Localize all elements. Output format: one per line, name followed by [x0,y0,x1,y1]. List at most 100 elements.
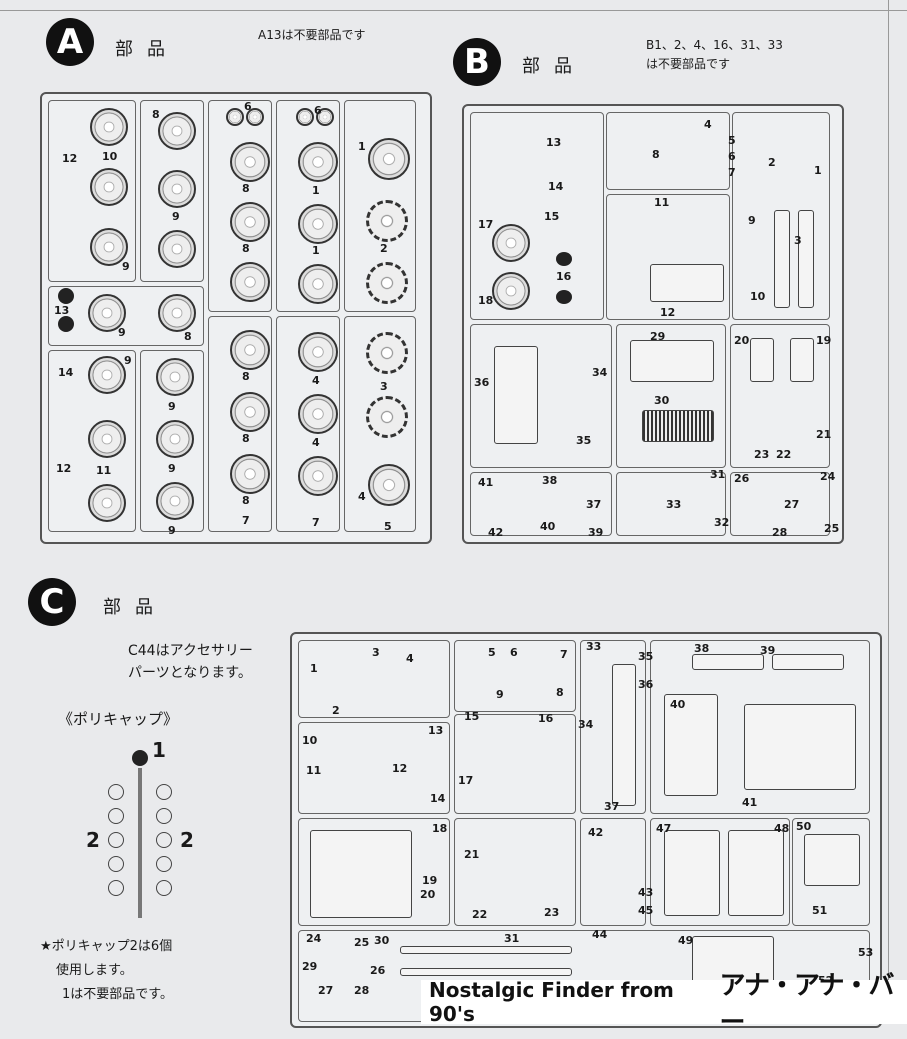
part-number: 21 [816,428,832,441]
polycap-ring [156,880,172,896]
part-number: 9 [496,688,504,701]
part-number: 5 [488,646,496,659]
part-number: 32 [714,516,730,529]
plate-part [650,264,724,302]
wheel-part [90,108,128,146]
part-number: 4 [312,374,320,387]
part-number: 9 [172,210,180,223]
section-a-badge: A [46,18,94,66]
part-number: 47 [656,822,672,835]
part-number: 5 [384,520,392,533]
engine-part [310,830,412,918]
part-number: 36 [474,376,490,389]
wheel-part [230,142,270,182]
panel-part [804,834,860,886]
runner-a: 12 10 9 9 8 9 13 9 8 14 9 9 12 11 9 6 8 … [40,92,432,544]
part-number: 16 [556,270,572,283]
part-number: 24 [820,470,836,483]
turret-part [744,704,856,790]
polycap-label-1: 1 [152,738,166,762]
part-number: 14 [430,792,446,805]
bar-part [798,210,814,308]
right-border [888,0,889,1024]
top-border [0,0,907,11]
runner-a-cell [140,100,204,282]
part-number: 6 [244,100,252,113]
runner-b-cell [606,194,730,320]
part-number: 8 [152,108,160,121]
section-b-note-line2: は不要部品です [646,57,731,71]
small-part [296,108,314,126]
door-part [664,830,720,916]
small-part [226,108,244,126]
part-number: 3 [380,380,388,393]
part-number: 28 [354,984,370,997]
wheel-part [230,454,270,494]
part-number: 25 [354,936,370,949]
wheel-part [298,456,338,496]
wheel-part [88,484,126,522]
wheel-part [368,138,410,180]
polycap-ring [108,832,124,848]
plate-part [692,654,764,670]
part-number: 41 [478,476,494,489]
part-number: 8 [556,686,564,699]
wheel-part [88,420,126,458]
runner-c-cell [650,640,870,814]
part-number: 50 [796,820,812,833]
grill-part [630,340,714,382]
polycap-ring [108,856,124,872]
part-number: 30 [374,934,390,947]
part-number: 1 [310,662,318,675]
part-number: 17 [458,774,474,787]
wheel-part [298,332,338,372]
part-number: 39 [588,526,604,539]
polycap-ring [156,832,172,848]
section-c-label: 部品 [103,597,167,618]
part-number: 31 [710,468,726,481]
wheel-part [298,394,338,434]
part-number: 8 [242,242,250,255]
part-number: 8 [242,432,250,445]
part-number: 45 [638,904,654,917]
panel-part [790,338,814,382]
wheel-part [158,294,196,332]
part-number: 33 [586,640,602,653]
polycap-label-2-left: 2 [86,828,100,852]
runner-a-cell [208,316,272,532]
part-number: 13 [54,304,70,317]
hull-part [494,346,538,444]
part-number: 11 [96,464,112,477]
sprocket-part [366,200,408,242]
part-number: 11 [654,196,670,209]
wheel-part [298,264,338,304]
part-number: 12 [392,762,408,775]
part-number: 8 [242,494,250,507]
part-number: 37 [604,800,620,813]
part-number: 43 [638,886,654,899]
polycap-note-line3: 1は不要部品です。 [62,987,173,1002]
part-number: 26 [734,472,750,485]
part-number: 8 [184,330,192,343]
wheel-part [230,262,270,302]
bar-part [774,210,790,308]
part-number: 48 [774,822,790,835]
polycap-title: 《ポリキャップ》 [58,710,179,728]
part-number: 1 [814,164,822,177]
part-number: 22 [776,448,792,461]
runner-c-cell [580,818,646,926]
part-number: 10 [750,290,766,303]
part-number: 53 [858,946,874,959]
part-number: 34 [592,366,608,379]
wheel-part [156,358,194,396]
part-number: 6 [728,150,736,163]
part-number: 29 [650,330,666,343]
door-part [728,830,784,916]
part-number: 7 [242,514,250,527]
part-number: 38 [694,642,710,655]
part-number: 12 [660,306,676,319]
part-number: 16 [538,712,554,725]
polycap-ring [108,808,124,824]
polycap-ring [156,808,172,824]
rail-part [612,664,636,806]
